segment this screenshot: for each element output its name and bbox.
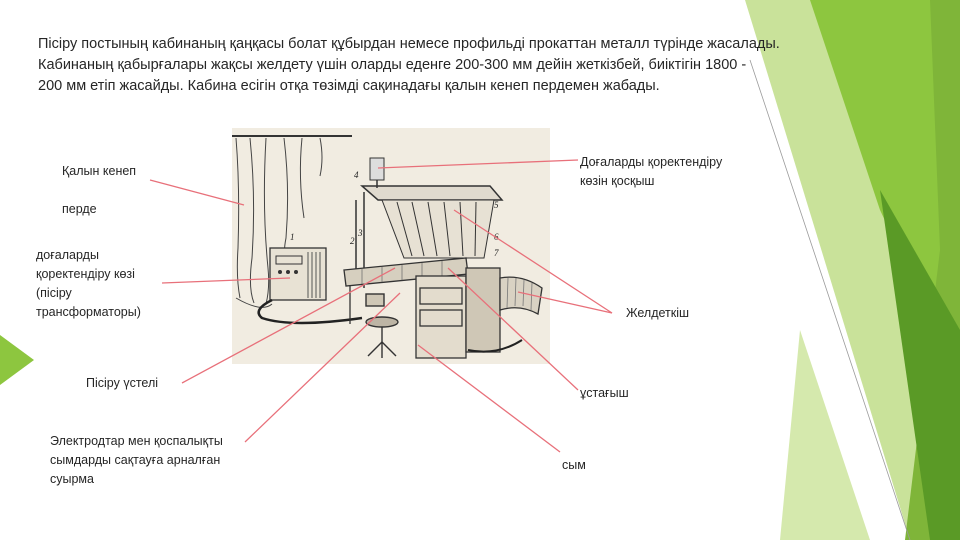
label-line: доғаларды (36, 248, 99, 262)
label-line: Доғаларды қоректендіру (580, 155, 723, 169)
label-holder: ұстағыш (580, 384, 629, 403)
figure-number: 4 (354, 170, 359, 180)
label-wire: сым (562, 456, 586, 475)
figure-background (232, 128, 550, 364)
label-welding-table: Пісіру үстелі (86, 374, 158, 393)
deco-thin-line (749, 59, 911, 540)
figure-number: 2 (350, 236, 355, 246)
figure-number: 5 (494, 200, 499, 210)
bullet-arrow-icon (0, 335, 34, 385)
intro-paragraph: Пісіру постының кабинаның қаңқасы болат … (38, 34, 898, 97)
label-line: Пісіру үстелі (86, 376, 159, 390)
label-line: Желдеткіш (626, 306, 690, 320)
label-line: Қалын кенеп (62, 164, 137, 178)
label-line (62, 181, 136, 200)
deco-pale-triangle (780, 330, 870, 540)
figure-number: 7 (494, 248, 499, 258)
label-curtain: Қалын кенеп перде (62, 162, 136, 219)
paragraph-line: Пісіру постының кабинаның қаңқасы болат … (38, 36, 780, 52)
label-line: трансформаторы) (36, 305, 141, 319)
label-line: сымдарды сақтауға арналған (50, 453, 221, 467)
label-line: ұстағыш (580, 386, 629, 400)
paragraph-line: 200 мм етіп жасайды. Кабина есігін отқа … (38, 78, 660, 94)
label-line: (пісіру (36, 286, 72, 300)
paragraph-line: Кабинаның қабырғалары жақсы желдету үшін… (38, 57, 747, 73)
welding-booth-illustration: 1 2 3 4 5 6 7 (232, 128, 550, 364)
figure-number: 6 (494, 232, 499, 242)
label-line: перде (62, 202, 97, 216)
label-line: қоректендіру көзі (36, 267, 135, 281)
label-line: көзін қосқыш (580, 174, 655, 188)
label-drawer: Электродтар мен қоспалықты сымдарды сақт… (50, 432, 223, 489)
figure-number: 1 (290, 232, 295, 242)
label-line: Электродтар мен қоспалықты (50, 434, 223, 448)
label-line: сым (562, 458, 586, 472)
label-transformer: доғаларды қоректендіру көзі (пісіру тран… (36, 246, 141, 322)
label-line: суырма (50, 472, 94, 486)
label-ventilator: Желдеткіш (626, 304, 689, 323)
deco-dark-triangle (880, 190, 960, 540)
label-switch: Доғаларды қоректендіру көзін қосқыш (580, 153, 722, 191)
figure-number: 3 (357, 228, 363, 238)
